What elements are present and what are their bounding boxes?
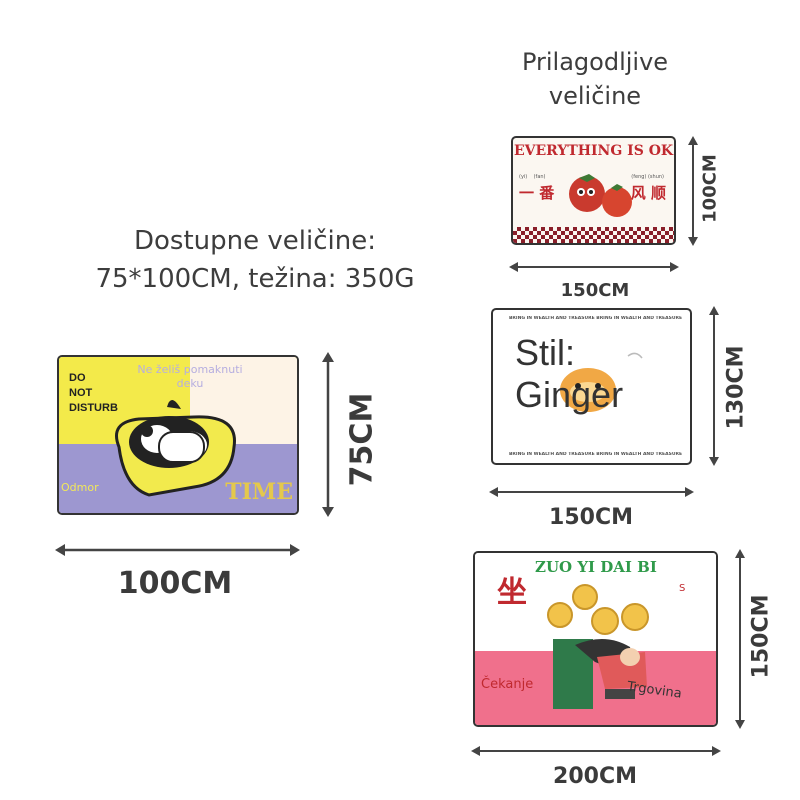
width-label-200cm: 200CM <box>553 764 637 789</box>
height-arrow-150cm <box>735 549 745 729</box>
style-value: Ginger <box>515 374 624 415</box>
dnd-title-line1: DO <box>69 372 86 384</box>
pinyin-fan: (fan) <box>533 174 546 180</box>
dnd-title-line2: NOT <box>69 387 93 399</box>
height-arrow-75cm <box>322 352 334 517</box>
coins-and-person-illustration <box>547 584 649 709</box>
zuo-banner: ZUO YI DAI BI <box>535 558 657 576</box>
sleeping-panda-illustration <box>115 399 236 497</box>
height-arrow-100cm <box>688 136 698 246</box>
dont-move-blanket-overlay: Ne želiš pomaknuti deku <box>137 363 243 390</box>
ginger-cat-illustration <box>560 352 643 412</box>
height-arrow-130cm <box>709 306 719 466</box>
ginger-style-overlay: Stil: Ginger <box>515 332 623 416</box>
width-arrow-150cm-a <box>509 262 679 272</box>
custom-sizes-heading: Prilagodljive veličine <box>495 45 695 113</box>
tomatoes-illustration <box>569 174 632 217</box>
everything-is-ok-mat: EVERYTHING IS OK (yi) (fan) (feng) (shun… <box>511 136 676 245</box>
width-label-150cm-a: 150CM <box>560 280 630 301</box>
width-arrow-100cm <box>55 544 300 556</box>
pinyin-yi: (yi) <box>519 174 528 180</box>
dnd-title: DO NOT DISTURB <box>69 371 118 416</box>
zuo-yi-dai-bi-mat: 坐 ZUO YI DAI BI S Čekanje Trgovina <box>473 551 718 727</box>
pinyin-left: (yi) (fan) <box>519 174 546 180</box>
width-arrow-200cm <box>471 746 721 756</box>
pinyin-right: (feng) (shun) <box>631 174 664 180</box>
width-label-150cm-b: 150CM <box>549 505 633 530</box>
available-sizes-line1: Dostupne veličine: <box>134 226 376 256</box>
style-label: Stil: <box>515 332 576 373</box>
height-label-130cm: 130CM <box>723 345 749 430</box>
mat-top-border-text: BRING IN WEALTH AND TREASURE BRING IN WE… <box>509 316 683 321</box>
chars-feng-shun: 风 顺 <box>630 184 666 202</box>
height-label-100cm: 100CM <box>699 154 721 223</box>
available-sizes-heading: Dostupne veličine: 75*100CM, težina: 350… <box>40 222 470 298</box>
width-label-100cm: 100CM <box>117 566 233 601</box>
width-arrow-150cm-b <box>489 487 694 497</box>
ginger-wealth-mat: BRING IN WEALTH AND TREASURE BRING IN WE… <box>491 308 692 465</box>
small-letter-s: S <box>679 583 686 594</box>
pinyin-feng: (feng) <box>631 174 647 180</box>
custom-sizes-line1: Prilagodljive <box>521 48 669 76</box>
mat-pink-bottom <box>475 651 716 725</box>
pinyin-shun: (shun) <box>647 174 664 180</box>
height-label-75cm: 75CM <box>344 392 380 487</box>
chars-yi-fan: 一 番 <box>519 184 555 202</box>
available-sizes-line2: 75*100CM, težina: 350G <box>95 264 415 294</box>
custom-sizes-line2: veličine <box>548 82 642 110</box>
time-label: TIME <box>225 479 293 505</box>
dnd-title-line3: DISTURB <box>69 402 118 414</box>
height-label-150cm: 150CM <box>748 594 774 679</box>
checkered-border <box>513 227 674 243</box>
mat-bottom-border-text: BRING IN WEALTH AND TREASURE BRING IN WE… <box>509 452 683 457</box>
waiting-overlay: Čekanje <box>481 677 534 692</box>
do-not-disturb-mat: DO NOT DISTURB TIME Ne želiš pomaknuti d… <box>57 355 299 515</box>
zuo-char: 坐 <box>497 575 527 610</box>
rest-overlay: Odmor <box>61 481 99 494</box>
everything-ok-banner: EVERYTHING IS OK <box>513 143 674 159</box>
